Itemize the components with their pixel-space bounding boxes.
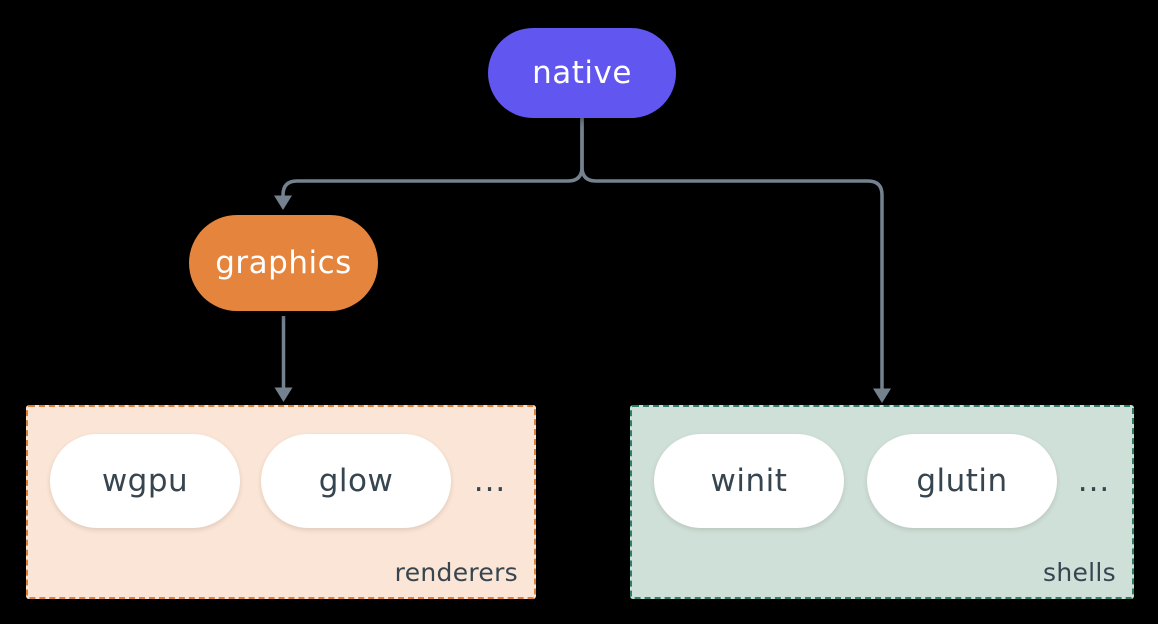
renderers-ellipsis: ...	[473, 463, 507, 499]
node-native: native	[488, 28, 676, 118]
node-glutin: glutin	[867, 434, 1057, 528]
group-shells: winit glutin ... shells	[630, 405, 1134, 599]
arrowhead-renderers	[274, 387, 293, 402]
renderers-group-label: renderers	[394, 558, 518, 587]
node-glow-label: glow	[318, 463, 394, 499]
node-graphics: graphics	[189, 215, 378, 311]
node-winit-label: winit	[710, 463, 788, 499]
node-glow: glow	[261, 434, 451, 528]
node-native-label: native	[532, 55, 632, 91]
group-renderers: wgpu glow ... renderers	[26, 405, 536, 599]
shells-group-label: shells	[1043, 558, 1116, 587]
connector-native-to-graphics	[281, 118, 584, 196]
connector-native-to-shells	[580, 118, 884, 389]
node-glutin-label: glutin	[916, 463, 1008, 499]
node-graphics-label: graphics	[215, 245, 352, 281]
arrowhead-graphics	[274, 195, 292, 210]
node-winit: winit	[654, 434, 844, 528]
shells-ellipsis: ...	[1077, 463, 1111, 499]
node-wgpu: wgpu	[50, 434, 240, 528]
node-wgpu-label: wgpu	[101, 463, 189, 499]
arrowhead-shells	[873, 388, 891, 403]
